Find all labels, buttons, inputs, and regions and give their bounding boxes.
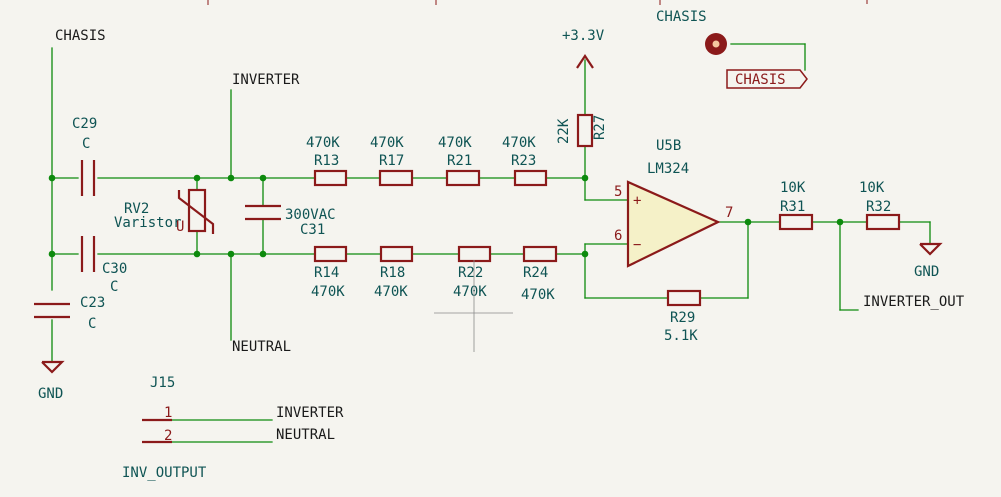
net-chasis-left: CHASIS — [55, 28, 106, 44]
u5b-pin-6: 6 — [614, 228, 622, 244]
opamp-u5b[interactable]: + − 5 6 7 U5B LM324 — [614, 138, 733, 268]
r27-value: 22K — [556, 118, 572, 144]
r14-value: 470K — [311, 284, 345, 300]
net-neutral: NEUTRAL — [232, 339, 291, 355]
j15-value: INV_OUTPUT — [122, 465, 207, 481]
chasis-top-label: CHASIS — [656, 9, 707, 25]
net-inverter: INVERTER — [232, 72, 300, 88]
capacitor-c23[interactable]: C23 C — [34, 295, 105, 332]
r32-ref: R32 — [866, 199, 891, 215]
junctions — [48, 174, 844, 258]
capacitor-c30[interactable]: C30 C — [80, 236, 127, 295]
r18-value: 470K — [374, 284, 408, 300]
chasis-net-tag[interactable]: CHASIS — [726, 69, 808, 89]
gnd-left-symbol: GND — [38, 360, 65, 402]
resistor-r22[interactable]: R22 470K — [453, 245, 492, 300]
c23-ref: C23 — [80, 295, 105, 311]
r29-ref: R29 — [670, 310, 695, 326]
r21-value: 470K — [438, 135, 472, 151]
capacitor-c31[interactable]: 300VAC C31 — [245, 204, 336, 238]
r24-ref: R24 — [523, 265, 548, 281]
r13-value: 470K — [306, 135, 340, 151]
wires — [51, 43, 931, 443]
rv2-ref: RV2 — [124, 201, 149, 217]
rv2-u-mark: U — [176, 219, 184, 235]
j15-pin-1: 1 — [164, 405, 172, 421]
gnd-left-label: GND — [38, 386, 63, 402]
u5b-pin-5: 5 — [614, 184, 622, 200]
chasis-tag-label: CHASIS — [735, 72, 786, 88]
resistor-r23[interactable]: 470K R23 — [502, 135, 548, 187]
gnd-right-label: GND — [914, 264, 939, 280]
r22-ref: R22 — [458, 265, 483, 281]
u5b-plus-symbol: + — [633, 193, 641, 209]
j15-pin-2: 2 — [164, 428, 172, 444]
r23-value: 470K — [502, 135, 536, 151]
resistor-r32[interactable]: 10K R32 — [859, 180, 901, 231]
c29-ref: C29 — [72, 116, 97, 132]
r21-ref: R21 — [447, 153, 472, 169]
r32-value: 10K — [859, 180, 885, 196]
resistor-r24[interactable]: R24 470K — [521, 245, 558, 303]
c30-value: C — [110, 279, 118, 295]
c23-value: C — [88, 316, 96, 332]
resistor-r29[interactable]: R29 5.1K — [664, 289, 702, 344]
gnd-right-symbol: GND — [914, 242, 943, 280]
j15-ref: J15 — [150, 375, 175, 391]
r31-ref: R31 — [780, 199, 805, 215]
supply-label: +3.3V — [562, 28, 605, 44]
capacitor-c29[interactable]: C29 C — [72, 116, 97, 196]
resistor-r18[interactable]: R18 470K — [374, 245, 414, 300]
cursor-crosshair — [434, 260, 513, 352]
resistor-r13[interactable]: 470K R13 — [306, 135, 348, 187]
resistor-r27[interactable]: 22K R27 — [556, 113, 608, 148]
connector-j15[interactable]: J15 1 2 INVERTER NEUTRAL INV_OUTPUT — [122, 375, 344, 481]
j15-net-inverter: INVERTER — [276, 405, 344, 421]
j15-net-neutral: NEUTRAL — [276, 427, 335, 443]
rv2-value: Varistor — [114, 215, 181, 231]
r17-ref: R17 — [379, 153, 404, 169]
varistor-rv2[interactable]: RV2 Varistor U — [114, 188, 215, 235]
resistor-r21[interactable]: 470K R21 — [438, 135, 481, 187]
r24-value: 470K — [521, 287, 555, 303]
chasis-mount-hole[interactable]: CHASIS — [656, 9, 727, 55]
u5b-value: LM324 — [647, 161, 689, 177]
r27-ref: R27 — [592, 115, 608, 140]
r13-ref: R13 — [314, 153, 339, 169]
r22-value: 470K — [453, 284, 487, 300]
r14-ref: R14 — [314, 265, 339, 281]
u5b-pin-7: 7 — [725, 205, 733, 221]
resistor-r14[interactable]: R14 470K — [311, 245, 348, 300]
net-inverter-out: INVERTER_OUT — [863, 294, 965, 310]
c31-ref: C31 — [300, 222, 325, 238]
r23-ref: R23 — [511, 153, 536, 169]
resistor-r31[interactable]: 10K R31 — [778, 180, 814, 231]
u5b-ref: U5B — [656, 138, 681, 154]
r17-value: 470K — [370, 135, 404, 151]
r31-value: 10K — [780, 180, 806, 196]
c29-value: C — [82, 136, 90, 152]
u5b-minus-symbol: − — [633, 237, 641, 253]
supply-3v3-symbol: +3.3V — [562, 28, 605, 69]
c30-ref: C30 — [102, 261, 127, 277]
r18-ref: R18 — [380, 265, 405, 281]
sheet-border — [207, 0, 868, 5]
c31-value: 300VAC — [285, 207, 336, 223]
r29-value: 5.1K — [664, 328, 698, 344]
resistor-r17[interactable]: 470K R17 — [370, 135, 414, 187]
